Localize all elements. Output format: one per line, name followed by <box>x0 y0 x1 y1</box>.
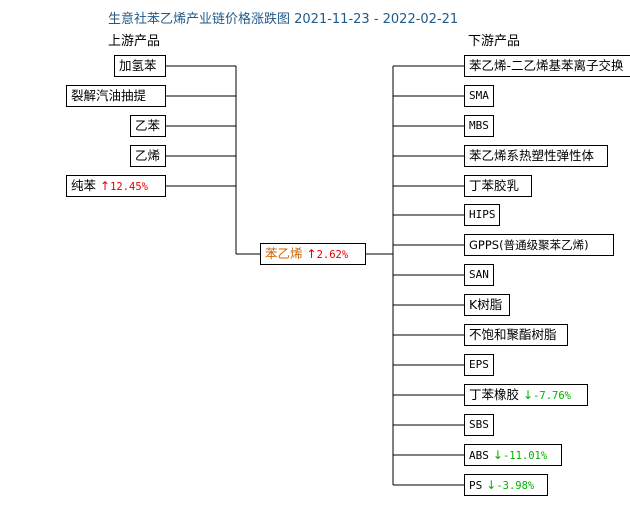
node-label: HIPS <box>469 208 496 221</box>
node-label: 不饱和聚酯树脂 <box>469 327 557 342</box>
downstream-header: 下游产品 <box>468 34 521 49</box>
upstream-header: 上游产品 <box>108 34 161 49</box>
node-label: MBS <box>469 119 489 132</box>
downstream-node-9[interactable]: 不饱和聚酯树脂 <box>464 324 568 346</box>
price-change: -11.01% <box>502 450 548 462</box>
chart-title: 生意社苯乙烯产业链价格涨跌图 2021-11-23 - 2022-02-21 <box>108 12 459 27</box>
node-label: ABS <box>469 449 489 462</box>
downstream-node-1[interactable]: SMA <box>464 85 494 107</box>
downstream-node-11[interactable]: 丁苯橡胶↓-7.76% <box>464 384 588 406</box>
down-arrow-icon: ↓ <box>523 388 534 402</box>
node-label: 纯苯 <box>71 178 97 193</box>
downstream-node-12[interactable]: SBS <box>464 414 494 436</box>
downstream-node-6[interactable]: GPPS(普通级聚苯乙烯) <box>464 234 614 256</box>
node-label: SBS <box>469 418 489 431</box>
downstream-node-4[interactable]: 丁苯胶乳 <box>464 175 532 197</box>
node-label: SAN <box>469 268 489 281</box>
downstream-node-13[interactable]: ABS↓-11.01% <box>464 444 562 466</box>
node-label: 苯乙烯系热塑性弹性体 <box>469 148 595 163</box>
node-label: PS <box>469 479 483 492</box>
node-label: 裂解汽油抽提 <box>71 88 147 103</box>
upstream-node-chunben[interactable]: 纯苯↑12.45% <box>66 175 166 197</box>
downstream-node-5[interactable]: HIPS <box>464 204 500 226</box>
node-label: K树脂 <box>469 297 503 312</box>
node-label: 丁苯橡胶 <box>469 387 520 402</box>
downstream-node-8[interactable]: K树脂 <box>464 294 510 316</box>
price-change: -3.98% <box>496 480 535 492</box>
upstream-node-yiben[interactable]: 乙苯 <box>130 115 166 137</box>
node-label: GPPS(普通级聚苯乙烯) <box>469 238 589 252</box>
up-arrow-icon: ↑ <box>100 179 111 193</box>
down-arrow-icon: ↓ <box>492 448 503 462</box>
up-arrow-icon: ↑ <box>306 247 317 261</box>
price-change: 12.45% <box>110 181 149 193</box>
center-node-benyixi[interactable]: 苯乙烯↑2.62% <box>260 243 366 265</box>
node-label: 乙苯 <box>135 118 161 133</box>
node-label: 苯乙烯-二乙烯基苯离子交换 <box>469 58 624 73</box>
upstream-node-jiaqingben[interactable]: 加氢苯 <box>114 55 166 77</box>
node-label: 加氢苯 <box>119 58 157 73</box>
downstream-node-7[interactable]: SAN <box>464 264 494 286</box>
downstream-node-14[interactable]: PS↓-3.98% <box>464 474 548 496</box>
upstream-node-yixi[interactable]: 乙烯 <box>130 145 166 167</box>
downstream-node-3[interactable]: 苯乙烯系热塑性弹性体 <box>464 145 608 167</box>
down-arrow-icon: ↓ <box>486 478 497 492</box>
downstream-node-2[interactable]: MBS <box>464 115 494 137</box>
price-change: -7.76% <box>533 390 572 402</box>
node-label: 丁苯胶乳 <box>469 178 520 193</box>
upstream-node-liejie[interactable]: 裂解汽油抽提 <box>66 85 166 107</box>
downstream-node-0[interactable]: 苯乙烯-二乙烯基苯离子交换 <box>464 55 630 77</box>
node-label: 乙烯 <box>135 148 161 163</box>
node-label: EPS <box>469 358 489 371</box>
downstream-node-10[interactable]: EPS <box>464 354 494 376</box>
node-label: SMA <box>469 89 489 102</box>
price-change: 2.62% <box>316 249 349 261</box>
node-label: 苯乙烯 <box>265 246 303 261</box>
